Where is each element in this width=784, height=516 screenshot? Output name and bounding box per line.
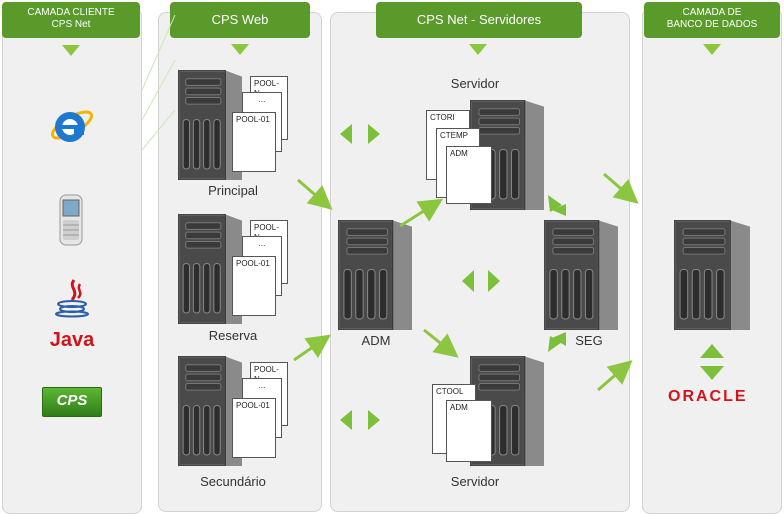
web-server-label: Reserva xyxy=(208,328,258,343)
net-to-db-arrow xyxy=(603,172,639,204)
bidirectional-arrow-icon xyxy=(340,410,380,430)
oracle-logo: ORACLE xyxy=(668,388,748,405)
client-web-line xyxy=(141,59,176,121)
db-header-arrow-icon xyxy=(703,44,721,55)
client-header-line1: CAMADA CLIENTE xyxy=(27,7,115,18)
web-server-label: Principal xyxy=(208,183,258,198)
client-header: CAMADA CLIENTE CPS Net xyxy=(2,2,140,38)
client-web-line xyxy=(141,109,176,151)
db-header: CAMADA DE BANCO DE DADOS xyxy=(644,2,780,38)
ie-icon xyxy=(51,110,93,142)
net-seg-label: SEG xyxy=(575,333,603,348)
client-panel xyxy=(2,8,142,514)
net-header: CPS Net - Servidores xyxy=(376,2,582,38)
pool-card: POOL-01 xyxy=(232,256,276,316)
net-bottom-label: Servidor xyxy=(450,474,500,489)
adm-to-top-arrow xyxy=(399,198,444,228)
cpsnet-logo-icon: CPS xyxy=(42,387,102,417)
bidirectional-arrow-icon xyxy=(340,124,380,144)
web-to-adm-arrow xyxy=(297,178,333,210)
client-header-line2: CPS Net xyxy=(51,19,91,30)
server-tower-icon xyxy=(177,69,242,185)
phone-icon xyxy=(59,194,83,246)
web-header: CPS Web xyxy=(170,2,310,38)
net-to-db-arrow xyxy=(597,360,633,392)
server-tower-icon xyxy=(543,219,618,335)
web-server-label: Secundário xyxy=(200,474,266,489)
client-web-line xyxy=(141,14,176,91)
vertical-bidirectional-arrow-icon xyxy=(700,344,724,380)
bidirectional-arrow-icon xyxy=(462,270,500,292)
seg-link-icon xyxy=(548,195,566,352)
web-header-arrow-icon xyxy=(231,44,249,55)
module-card: ADM xyxy=(446,400,492,462)
pool-card: POOL-01 xyxy=(232,112,276,172)
java-label: Java xyxy=(49,329,95,351)
net-header-arrow-icon xyxy=(469,44,487,55)
net-adm-label: ADM xyxy=(361,333,391,348)
adm-to-bottom-arrow xyxy=(423,328,459,358)
server-tower-icon xyxy=(177,213,242,329)
server-tower-icon xyxy=(337,219,412,335)
client-header-arrow-icon xyxy=(62,45,80,56)
net-header-title: CPS Net - Servidores xyxy=(416,12,542,27)
db-header-line1: CAMADA DE xyxy=(682,7,742,18)
java-icon xyxy=(55,279,89,318)
db-header-line2: BANCO DE DADOS xyxy=(666,19,758,30)
server-tower-icon xyxy=(673,219,750,335)
pool-card: POOL-01 xyxy=(232,398,276,458)
web-header-title: CPS Web xyxy=(211,12,269,27)
net-top-label: Servidor xyxy=(450,76,500,91)
web-to-adm-arrow xyxy=(293,334,331,362)
module-card: ADM xyxy=(446,146,492,204)
